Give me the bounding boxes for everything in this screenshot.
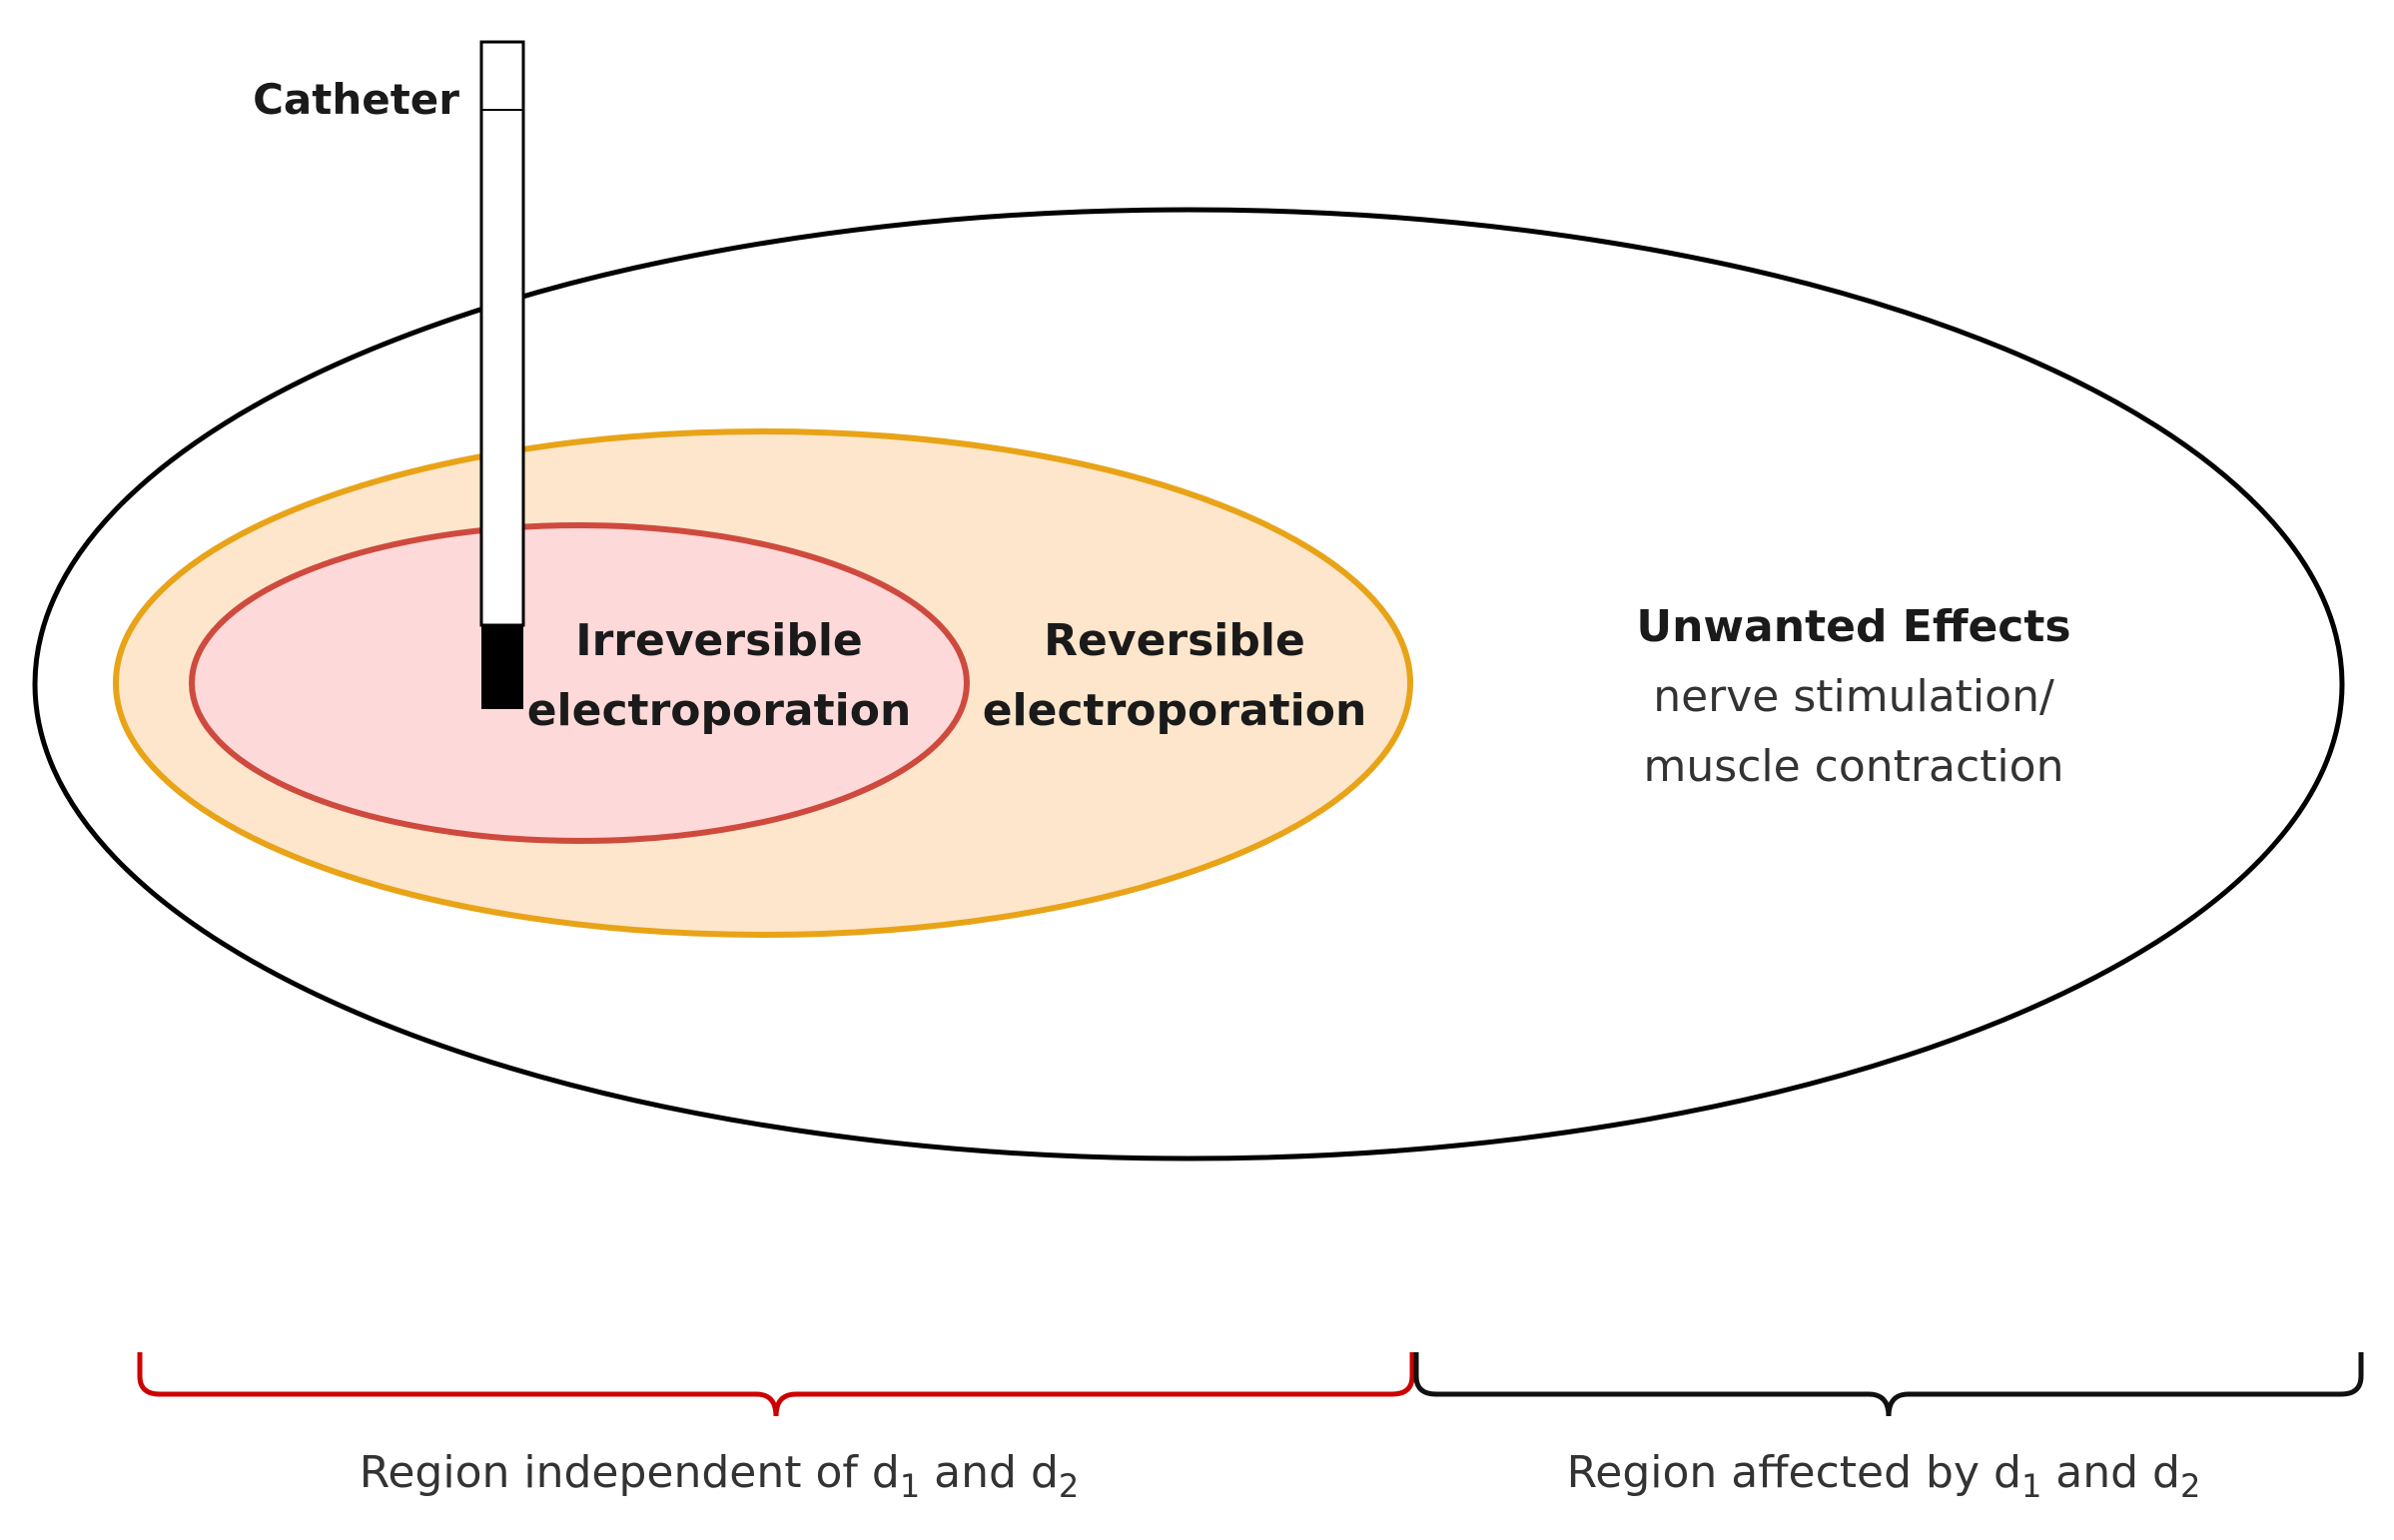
catheter [479, 40, 525, 709]
catheter-tip [481, 625, 523, 709]
catheter-body [479, 40, 525, 627]
right-region-brace [1413, 1352, 2364, 1417]
left-region-label-sub1: 1 [900, 1467, 920, 1505]
irreversible-label-line2: electroporation [527, 685, 912, 736]
right-region-label: Region affected by d1 and d2 [1567, 1447, 2201, 1505]
irreversible-label-line1: Irreversible [575, 615, 863, 666]
reversible-label-line1: Reversible [1044, 615, 1305, 666]
right-region-label-sub1: 1 [2021, 1467, 2041, 1505]
left-region-label-sub2: 2 [1059, 1467, 1079, 1505]
left-region-label: Region independent of d1 and d2 [360, 1447, 1079, 1505]
unwanted-effects-line2: muscle contraction [1644, 741, 2064, 792]
right-region-label-prefix: Region affected by d [1567, 1447, 2021, 1498]
irreversible-electroporation-zone [189, 522, 970, 844]
reversible-label-line2: electroporation [983, 685, 1367, 736]
right-region-label-sub2: 2 [2180, 1467, 2200, 1505]
unwanted-effects-line1: nerve stimulation/ [1653, 671, 2054, 722]
catheter-label: Catheter [253, 75, 459, 124]
left-region-label-mid: and d [920, 1447, 1059, 1498]
right-region-label-mid: and d [2041, 1447, 2180, 1498]
left-region-label-prefix: Region independent of d [360, 1447, 900, 1498]
left-region-brace [137, 1352, 1415, 1417]
unwanted-effects-title: Unwanted Effects [1636, 601, 2070, 652]
